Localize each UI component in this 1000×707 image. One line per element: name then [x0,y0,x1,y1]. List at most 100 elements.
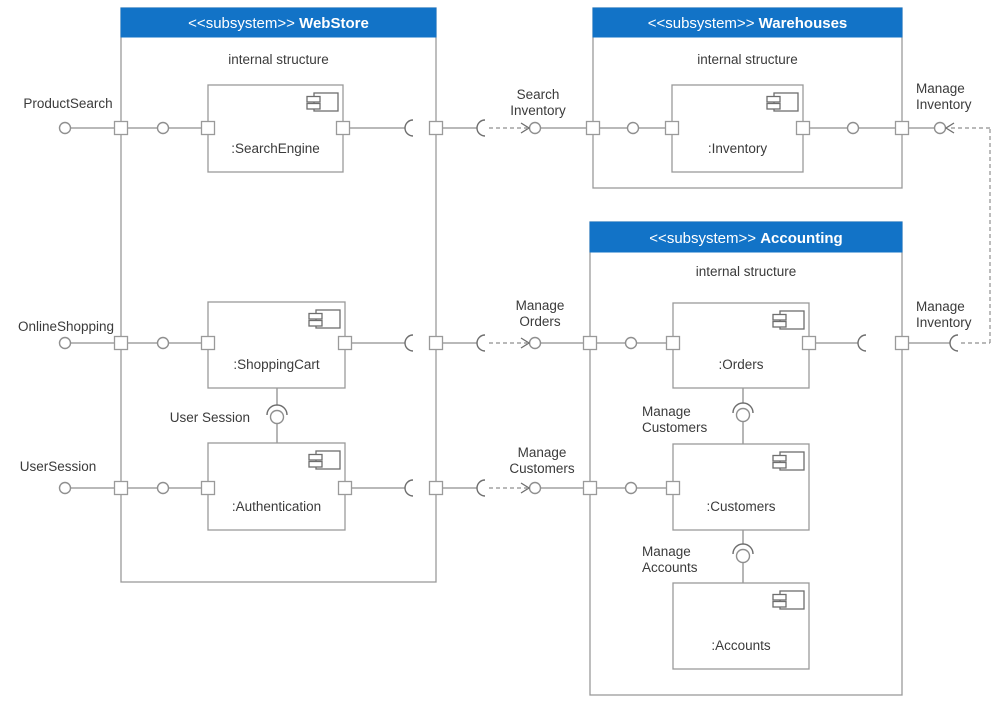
component-icon-tab [308,460,323,468]
provided-interface-ball [156,481,170,495]
port [200,480,216,496]
label-user-session: User Session [170,410,250,425]
dependency-arrowhead [944,122,955,134]
interface-product-search: ProductSearch [23,96,112,111]
port [200,335,216,351]
subsystem-title-accounting: <<subsystem>> Accounting [649,230,842,247]
component-icon-tab [772,320,787,328]
port [428,335,444,351]
provided-interface-ball [626,121,640,135]
component-icon-tab [772,454,787,462]
label-search-inventory: Search [517,87,560,102]
port [335,120,351,136]
provided-interface-ball [269,409,285,425]
provided-interface-ball [58,336,72,350]
provided-interface-ball [846,121,860,135]
dependency-arrowhead [520,337,531,349]
required-interface-socket [732,543,754,555]
label-manage-customers-inner: Customers [642,420,708,435]
provided-interface-ball [933,121,947,135]
label-manage-orders: Orders [519,314,561,329]
dependency-arrowhead [520,122,531,134]
provided-interface-ball [58,121,72,135]
port [337,480,353,496]
component-icon-tab [772,313,787,321]
provided-interface-ball [624,481,638,495]
provided-interface-ball [58,481,72,495]
internal-structure-label-warehouses: internal structure [697,52,798,67]
label-manage-customers-inner: Manage [642,404,691,419]
label-manage-inventory-top: Inventory [916,97,972,112]
port [664,120,680,136]
component-icon-tab [306,102,321,110]
dependency-arrowhead [520,482,531,494]
component-icon-tab [766,95,781,103]
required-interface-socket [476,119,486,137]
label-manage-orders: Manage [516,298,565,313]
provided-interface-ball [156,121,170,135]
label-manage-inventory-top: Manage [916,81,965,96]
label-manage-inventory-right: Inventory [916,315,972,330]
internal-structure-label-webstore: internal structure [228,52,329,67]
component-name-search-engine: :SearchEngine [231,141,320,156]
port [428,480,444,496]
required-interface-socket [476,479,486,497]
component-icon-tab [772,593,787,601]
component-name-shopping-cart: :ShoppingCart [233,357,320,372]
port [665,480,681,496]
port [200,120,216,136]
port [582,480,598,496]
required-interface-socket [266,404,288,416]
component-icon-tab [772,461,787,469]
component-icon-tab [306,95,321,103]
component-name-orders: :Orders [718,357,763,372]
port [801,335,817,351]
port [665,335,681,351]
provided-interface-ball [624,336,638,350]
component-name-customers: :Customers [706,499,775,514]
component-icon-tab [308,319,323,327]
subsystem-header-webstore [120,7,437,38]
port [585,120,601,136]
internal-structure-label-accounting: internal structure [696,264,797,279]
label-search-inventory: Inventory [510,103,566,118]
provided-interface-ball [735,407,751,423]
port [795,120,811,136]
required-interface-socket [404,119,414,137]
subsystem-title-webstore: <<subsystem>> WebStore [188,15,369,32]
required-interface-socket [404,479,414,497]
component-icon-tab [772,600,787,608]
port [582,335,598,351]
component-name-accounts: :Accounts [711,638,771,653]
required-interface-socket [949,334,959,352]
provided-interface-ball [528,121,542,135]
subsystem-title-warehouses: <<subsystem>> Warehouses [648,15,848,32]
subsystem-header-warehouses [592,7,903,38]
provided-interface-ball [156,336,170,350]
component-icon-tab [766,102,781,110]
component-icon-tab [308,312,323,320]
label-manage-customers: Manage [518,445,567,460]
component-icon-tab [308,453,323,461]
label-manage-accounts: Manage [642,544,691,559]
component-name-inventory: :Inventory [708,141,768,156]
provided-interface-ball [528,481,542,495]
port [894,120,910,136]
provided-interface-ball [735,548,751,564]
port [113,335,129,351]
label-manage-customers: Customers [509,461,575,476]
label-manage-inventory-right: Manage [916,299,965,314]
interface-user-session: UserSession [20,459,97,474]
subsystem-header-accounting [589,221,903,253]
component-name-authentication: :Authentication [232,499,321,514]
required-interface-socket [476,334,486,352]
interface-online-shopping: OnlineShopping [18,319,114,334]
port [428,120,444,136]
port [337,335,353,351]
required-interface-socket [732,402,754,414]
label-manage-accounts: Accounts [642,560,698,575]
port [113,120,129,136]
port [113,480,129,496]
